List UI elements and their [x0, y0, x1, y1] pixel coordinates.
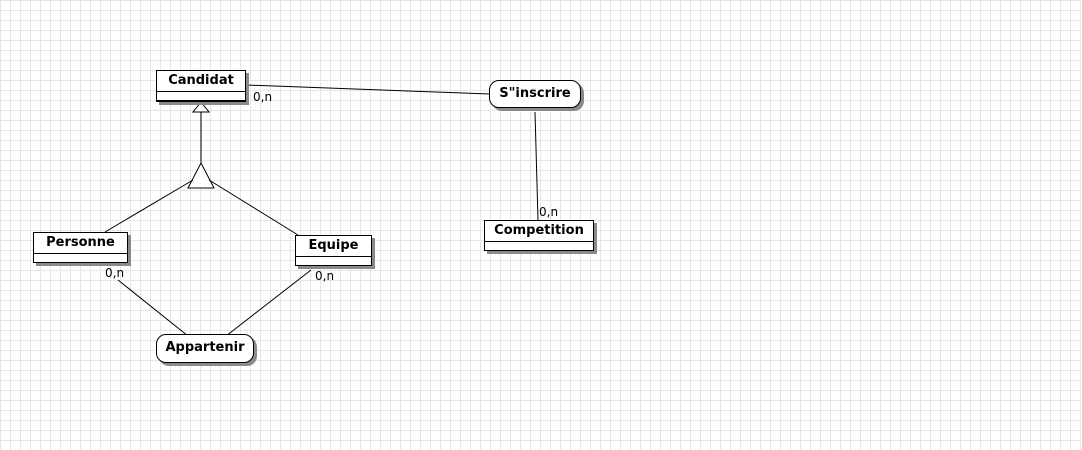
- cardinality-personne-appartenir: 0,n: [105, 266, 125, 280]
- cardinality-candidat-sinscrire: 0,n: [253, 90, 273, 104]
- inheritance-triangle: [187, 161, 215, 189]
- entity-personne[interactable]: Personne: [33, 232, 128, 263]
- association-appartenir[interactable]: Appartenir: [156, 334, 254, 363]
- entity-equipe-title: Equipe: [296, 236, 371, 257]
- inheritance-arrowhead: [191, 101, 211, 113]
- entity-personne-title: Personne: [34, 233, 127, 254]
- entity-candidat-title: Candidat: [157, 71, 245, 92]
- link-sinscrire-competition: [534, 111, 539, 221]
- inheritance-line-equipe: [208, 179, 299, 236]
- entity-personne-attributes: [34, 254, 127, 263]
- entity-candidat-attributes: [157, 92, 245, 101]
- entity-equipe[interactable]: Equipe: [295, 235, 372, 266]
- entity-competition-attributes: [485, 242, 593, 251]
- entity-competition[interactable]: Competition: [484, 220, 594, 251]
- association-sinscrire[interactable]: S"inscrire: [489, 80, 581, 108]
- cardinality-competition-sinscrire: 0,n: [539, 205, 559, 219]
- inheritance-line-personne: [104, 179, 194, 233]
- link-candidat-sinscrire: [245, 84, 491, 95]
- entity-competition-title: Competition: [485, 221, 593, 242]
- link-equipe-appartenir: [225, 269, 312, 337]
- entity-equipe-attributes: [296, 257, 371, 266]
- link-personne-appartenir: [117, 279, 189, 337]
- entity-candidat[interactable]: Candidat: [156, 70, 246, 102]
- cardinality-equipe-appartenir: 0,n: [315, 269, 335, 283]
